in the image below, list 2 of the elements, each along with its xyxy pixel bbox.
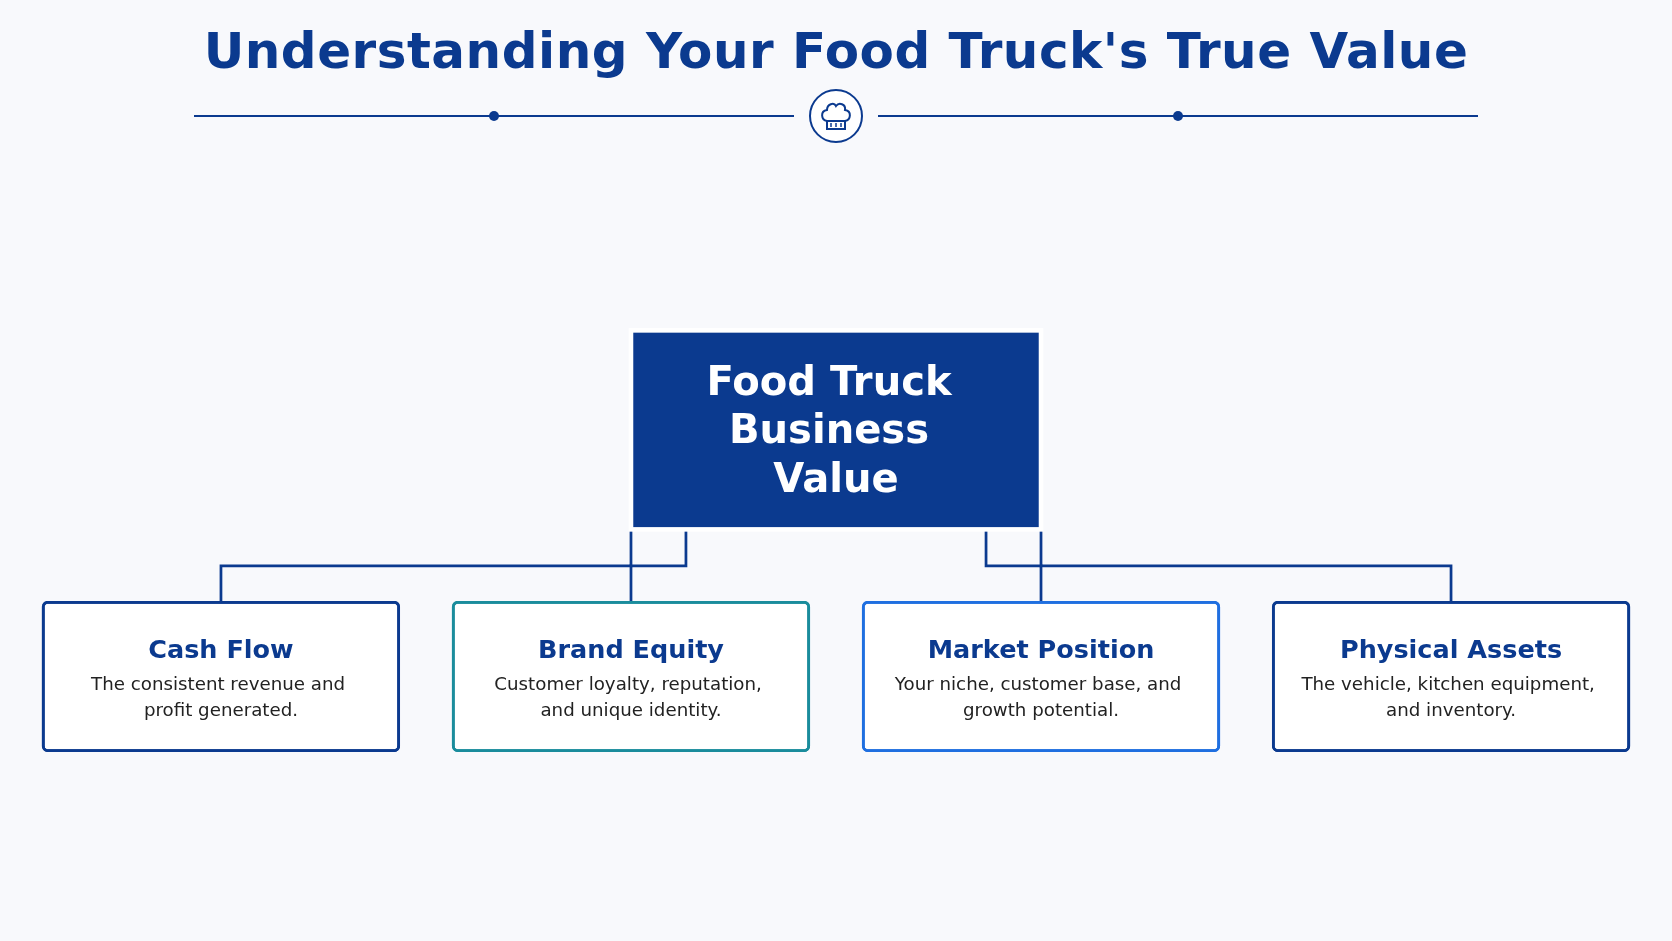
node-box: Food Truck Business Value — [628, 328, 1044, 532]
title: Understanding Your Food Truck's True Value — [203, 22, 1469, 80]
